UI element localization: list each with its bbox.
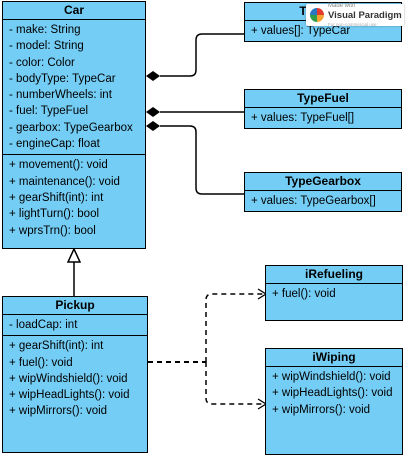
interface-irefueling-method: + fuel(): void <box>272 288 336 300</box>
class-car-attr: - engineCap: float <box>9 138 100 151</box>
class-car-method: + lightTurn(): bool <box>9 208 100 221</box>
class-car-attr: - make: String <box>9 24 81 36</box>
class-car-attr: - gearbox: TypeGearbox <box>9 121 133 134</box>
class-car-title: Car <box>3 2 145 20</box>
watermark-url: For non-commercial use <box>328 21 377 27</box>
class-car-attr: - model: String <box>9 40 84 53</box>
class-pickup-method: + wipWindshield(): void <box>9 372 128 385</box>
class-typecar-attributes: + values[]: TypeCar <box>245 21 401 41</box>
interface-irefueling-title: iRefueling <box>266 266 402 284</box>
class-pickup-method: + wipHeadLights(): void <box>9 389 130 402</box>
class-pickup-method: + fuel(): void <box>9 356 73 369</box>
class-pickup-title: Pickup <box>3 297 147 315</box>
class-pickup-method: + gearShift(int): int <box>9 340 104 353</box>
diamond-typegearbox <box>146 121 160 131</box>
composition-car-typegearbox <box>160 125 244 195</box>
class-typegearbox[interactable]: TypeGearbox + values: TypeGearbox[] <box>244 172 402 212</box>
diamond-typefuel <box>146 107 160 117</box>
class-car[interactable]: Car - make: String - model: String - col… <box>2 1 146 249</box>
class-typefuel-title: TypeFuel <box>245 90 401 108</box>
generalization-arrowhead <box>66 247 82 263</box>
class-car-method: + maintenance(): void <box>9 175 120 188</box>
interface-iwiping-method: + wipHeadLights(): void <box>272 387 393 400</box>
class-typefuel-attributes: + values: TypeFuel[] <box>245 108 401 128</box>
watermark-small-text: Made with <box>328 2 356 9</box>
realization-iwiping <box>205 362 264 405</box>
interface-iwiping-methods: + wipWindshield(): void + wipHeadLights(… <box>266 367 402 420</box>
class-car-method: + wprsTrn(): bool <box>9 224 96 237</box>
class-car-attr: - color: Color <box>9 56 75 69</box>
interface-iwiping[interactable]: iWiping + wipWindshield(): void + wipHea… <box>265 348 403 455</box>
visual-paradigm-watermark: Made with Visual Paradigm For non-commer… <box>306 2 404 27</box>
diamond-typecar <box>146 71 160 81</box>
class-typegearbox-title: TypeGearbox <box>245 173 401 191</box>
interface-iwiping-method: + wipMirrors(): void <box>272 403 371 416</box>
class-typegearbox-attributes: + values: TypeGearbox[] <box>245 191 401 211</box>
class-pickup[interactable]: Pickup - loadCap: int + gearShift(int): … <box>2 296 148 453</box>
class-pickup-method: + wipMirrors(): void <box>9 405 108 418</box>
class-typecar-attr: + values[]: TypeCar <box>251 25 351 37</box>
interface-iwiping-title: iWiping <box>266 349 402 367</box>
class-car-method: + movement(): void <box>9 159 108 172</box>
class-car-attr: - fuel: TypeFuel <box>9 105 89 118</box>
class-pickup-methods: + gearShift(int): int + fuel(): void + w… <box>3 335 147 421</box>
class-car-attr: - bodyType: TypeCar <box>9 72 116 85</box>
class-car-attr: - numberWheels: int <box>9 89 112 102</box>
composition-car-typecar <box>160 33 244 77</box>
interface-irefueling-methods: + fuel(): void <box>266 284 402 304</box>
class-typegearbox-attr: + values: TypeGearbox[] <box>251 195 376 207</box>
interface-irefueling[interactable]: iRefueling + fuel(): void <box>265 265 403 321</box>
class-typefuel[interactable]: TypeFuel + values: TypeFuel[] <box>244 89 402 129</box>
interface-iwiping-method: + wipWindshield(): void <box>272 371 391 383</box>
realization-irefueling <box>205 293 264 362</box>
class-car-method: + gearShift(int): int <box>9 191 104 204</box>
class-typefuel-attr: + values: TypeFuel[] <box>251 112 355 124</box>
visual-paradigm-logo-icon <box>310 8 324 22</box>
class-car-attributes: - make: String - model: String - color: … <box>3 20 145 154</box>
class-car-methods: + movement(): void + maintenance(): void… <box>3 154 145 240</box>
class-pickup-attr: - loadCap: int <box>9 319 78 331</box>
class-pickup-attributes: - loadCap: int <box>3 315 147 335</box>
watermark-brand: Visual Paradigm <box>328 9 402 21</box>
